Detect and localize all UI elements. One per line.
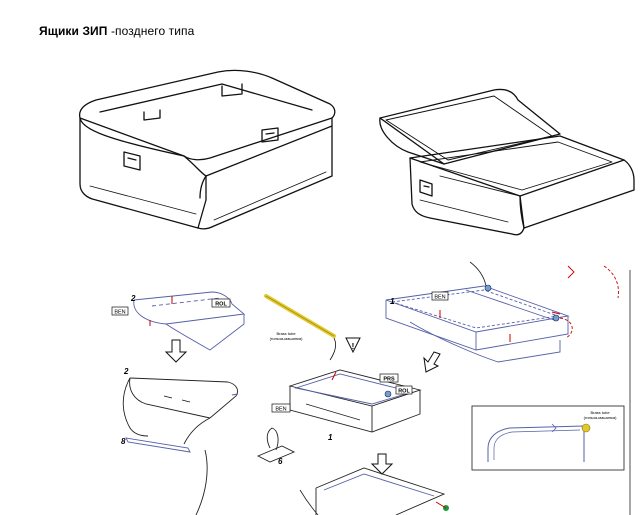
brass-tube-caption-right-ru: (гильза-машинка) xyxy=(584,415,618,420)
step-number-1a: 1 xyxy=(390,297,395,306)
svg-text:ROL: ROL xyxy=(215,302,227,308)
label-rol-2: ROL xyxy=(395,385,413,395)
brass-tube-caption-left-ru: (гильза-машинка) xyxy=(270,336,304,341)
svg-text:ROL: ROL xyxy=(398,389,410,395)
label-rol-1: ROL xyxy=(211,298,231,308)
arrow-down-2 xyxy=(370,453,394,475)
label-ben-1: BEN xyxy=(111,306,129,316)
brass-tube-caption-right: Brass tube xyxy=(590,410,610,415)
title-bold: Ящики ЗИП xyxy=(39,24,108,38)
panel-step-1-right xyxy=(385,285,570,363)
svg-text:BEN: BEN xyxy=(114,310,125,316)
warning-mark: ! xyxy=(352,342,355,351)
svg-text:BEN: BEN xyxy=(275,407,286,413)
arrow-down-1 xyxy=(164,339,188,363)
panel-step-1-box xyxy=(288,369,422,433)
svg-text:BEN: BEN xyxy=(434,295,445,301)
label-ben-3: BEN xyxy=(271,403,291,413)
step-number-1b: 1 xyxy=(328,433,333,442)
panel-lower-box xyxy=(315,467,446,515)
step-number-8: 8 xyxy=(121,437,126,446)
step-number-6: 6 xyxy=(278,457,283,466)
warning-triangle xyxy=(345,337,361,354)
label-ben-2: BEN xyxy=(431,291,449,301)
step-number-2a: 2 xyxy=(130,294,136,303)
page-title: Ящики ЗИП -позднего типа xyxy=(39,24,194,38)
step-number-2b: 2 xyxy=(123,367,129,376)
svg-text:PRS: PRS xyxy=(383,377,395,383)
label-prs: PRS xyxy=(379,373,399,383)
panel-step-2-top xyxy=(133,291,246,351)
open-box-sketch xyxy=(379,88,635,236)
panel-step-2-8 xyxy=(122,377,239,453)
closed-box-sketch xyxy=(78,69,336,230)
inset-detail-box xyxy=(471,405,625,471)
title-rest: -позднего типа xyxy=(110,24,195,38)
arrow-down-3 xyxy=(423,351,441,373)
rivet-tool-step-6 xyxy=(256,427,296,463)
brass-tube-caption-left: Brass tube xyxy=(276,331,296,336)
